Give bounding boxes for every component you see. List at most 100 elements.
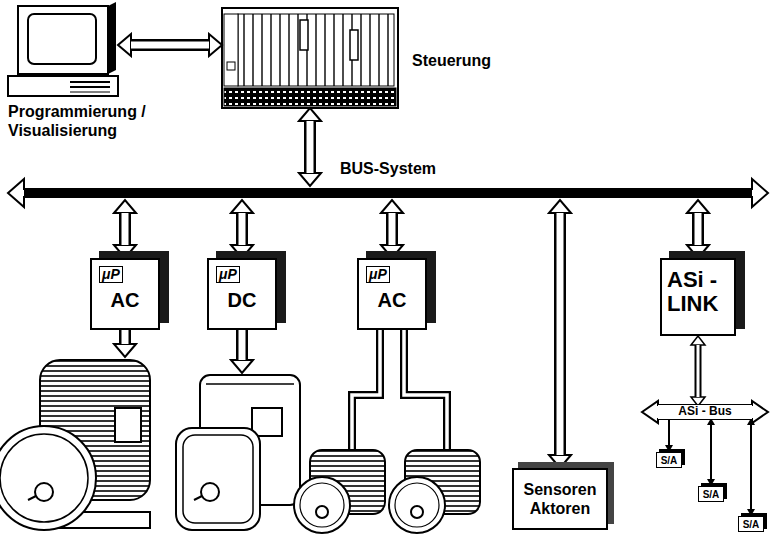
connector-core xyxy=(697,345,700,397)
ac-motor-drawing-part xyxy=(122,330,129,344)
bus-connector xyxy=(669,418,670,445)
connector-outline xyxy=(119,213,131,245)
connector-outline xyxy=(386,213,398,245)
small-motor-drawing-part xyxy=(389,477,445,533)
connector-core xyxy=(557,213,564,455)
box-label: μP xyxy=(216,266,240,283)
dc-motor-drawing-part xyxy=(252,408,282,436)
connector-outline xyxy=(710,425,712,479)
connector-core xyxy=(389,213,396,245)
box-label: AC xyxy=(378,289,407,311)
cable-drawing xyxy=(352,330,447,452)
small-motor-drawing-part xyxy=(395,483,439,527)
bus-connector xyxy=(698,213,699,245)
computer-drawing-part xyxy=(28,14,96,64)
node-label: S/A xyxy=(661,455,678,466)
small-motor-drawing-part xyxy=(411,506,423,518)
bus-connector xyxy=(698,345,699,397)
bus-connector xyxy=(711,425,712,479)
ac-motor-drawing-part xyxy=(0,426,96,530)
computer-drawing-part xyxy=(108,2,116,74)
ac-motor-drawing-part xyxy=(0,434,88,522)
small-motor-drawing-part xyxy=(316,506,328,518)
box-label: μP xyxy=(366,266,390,283)
node-label: ASi - Bus xyxy=(675,405,734,418)
plc-rack-drawing-part xyxy=(222,8,398,108)
connector-outline xyxy=(692,213,704,245)
plc-rack-drawing-part xyxy=(350,30,358,60)
sensor-actor-box: S/A xyxy=(738,516,764,532)
box-label: μP xyxy=(99,266,123,283)
computer-drawing-part xyxy=(8,76,118,96)
ac-motor-drawing xyxy=(0,330,150,530)
band-shaft xyxy=(24,189,752,197)
connector-outline xyxy=(131,39,209,51)
plc-rack-drawing-part xyxy=(238,14,394,86)
band-shaft xyxy=(658,405,752,419)
bus-connector xyxy=(310,121,311,173)
sensor-actor-box: S/A xyxy=(698,486,724,502)
bus-connector xyxy=(560,213,561,455)
bus-connector xyxy=(125,213,126,245)
node-label: Steuerung xyxy=(412,52,491,70)
double-arrow-band xyxy=(8,186,768,200)
node-label: S/A xyxy=(703,489,720,500)
connector-outline xyxy=(750,425,752,509)
dc-motor-drawing-part xyxy=(201,483,219,501)
connector-outline xyxy=(304,121,316,173)
converter-box: μP AC xyxy=(357,258,427,330)
converter-box: μP DC xyxy=(207,258,277,330)
connector-core xyxy=(122,213,129,245)
connector-core xyxy=(307,121,314,173)
small-motor-drawing-part xyxy=(300,483,344,527)
bus-band: BUS-System xyxy=(8,186,768,200)
computer-drawing-part xyxy=(70,92,110,93)
dc-motor-drawing-part xyxy=(206,383,294,385)
bus-connector xyxy=(131,45,209,46)
dc-motor-drawing-part xyxy=(236,330,248,360)
box-label: AC xyxy=(111,289,140,311)
node-label: Sensoren Aktoren xyxy=(522,480,598,518)
small-motor-drawing xyxy=(294,450,480,533)
bus-connector xyxy=(392,213,393,245)
dc-motor-drawing-part xyxy=(194,496,202,500)
gateway-box: ASi - LINK xyxy=(660,258,736,336)
band-outline xyxy=(8,179,768,207)
connector-core xyxy=(131,42,209,49)
cable-drawing-part xyxy=(352,330,380,452)
plc-controller: Steuerung xyxy=(222,8,398,108)
bus-connector xyxy=(242,213,243,245)
node-label: ASi - LINK xyxy=(667,268,729,316)
computer-drawing-part xyxy=(18,6,108,74)
dc-motor-drawing-part xyxy=(239,330,246,360)
plc-rack-drawing xyxy=(222,8,398,108)
ac-motor-drawing-part xyxy=(35,483,53,501)
connector-core xyxy=(695,213,702,245)
ac-motor-drawing-part xyxy=(115,408,141,442)
connector-outline xyxy=(236,213,248,245)
dc-motor-drawing xyxy=(176,330,300,530)
cable-drawing-part xyxy=(404,330,447,452)
connector-outline xyxy=(668,418,670,445)
cable-drawing-part xyxy=(404,330,447,452)
dc-motor-drawing-part xyxy=(183,435,253,523)
node-label: BUS-System xyxy=(340,160,436,178)
cable-drawing-part xyxy=(352,330,380,452)
small-motor-drawing-part xyxy=(294,477,350,533)
connector-outline xyxy=(695,345,702,397)
node-label: Programmierung / Visualisierung xyxy=(8,102,158,140)
sensor-actor-box: S/A xyxy=(656,452,682,468)
computer-drawing-part xyxy=(70,81,110,83)
computer-drawing-part xyxy=(70,86,110,88)
plc-rack-drawing-part xyxy=(224,14,238,86)
computer-drawing xyxy=(8,2,118,96)
plc-rack-drawing-part xyxy=(300,20,308,50)
box-label: DC xyxy=(228,289,257,311)
connector-core xyxy=(239,213,246,245)
computer: Programmierung / Visualisierung xyxy=(8,6,118,98)
ac-motor-drawing-part xyxy=(119,330,131,344)
asi-bus-band: ASi - Bus xyxy=(642,406,768,418)
node-label: S/A xyxy=(743,519,760,530)
io-box: Sensoren Aktoren xyxy=(512,468,608,530)
